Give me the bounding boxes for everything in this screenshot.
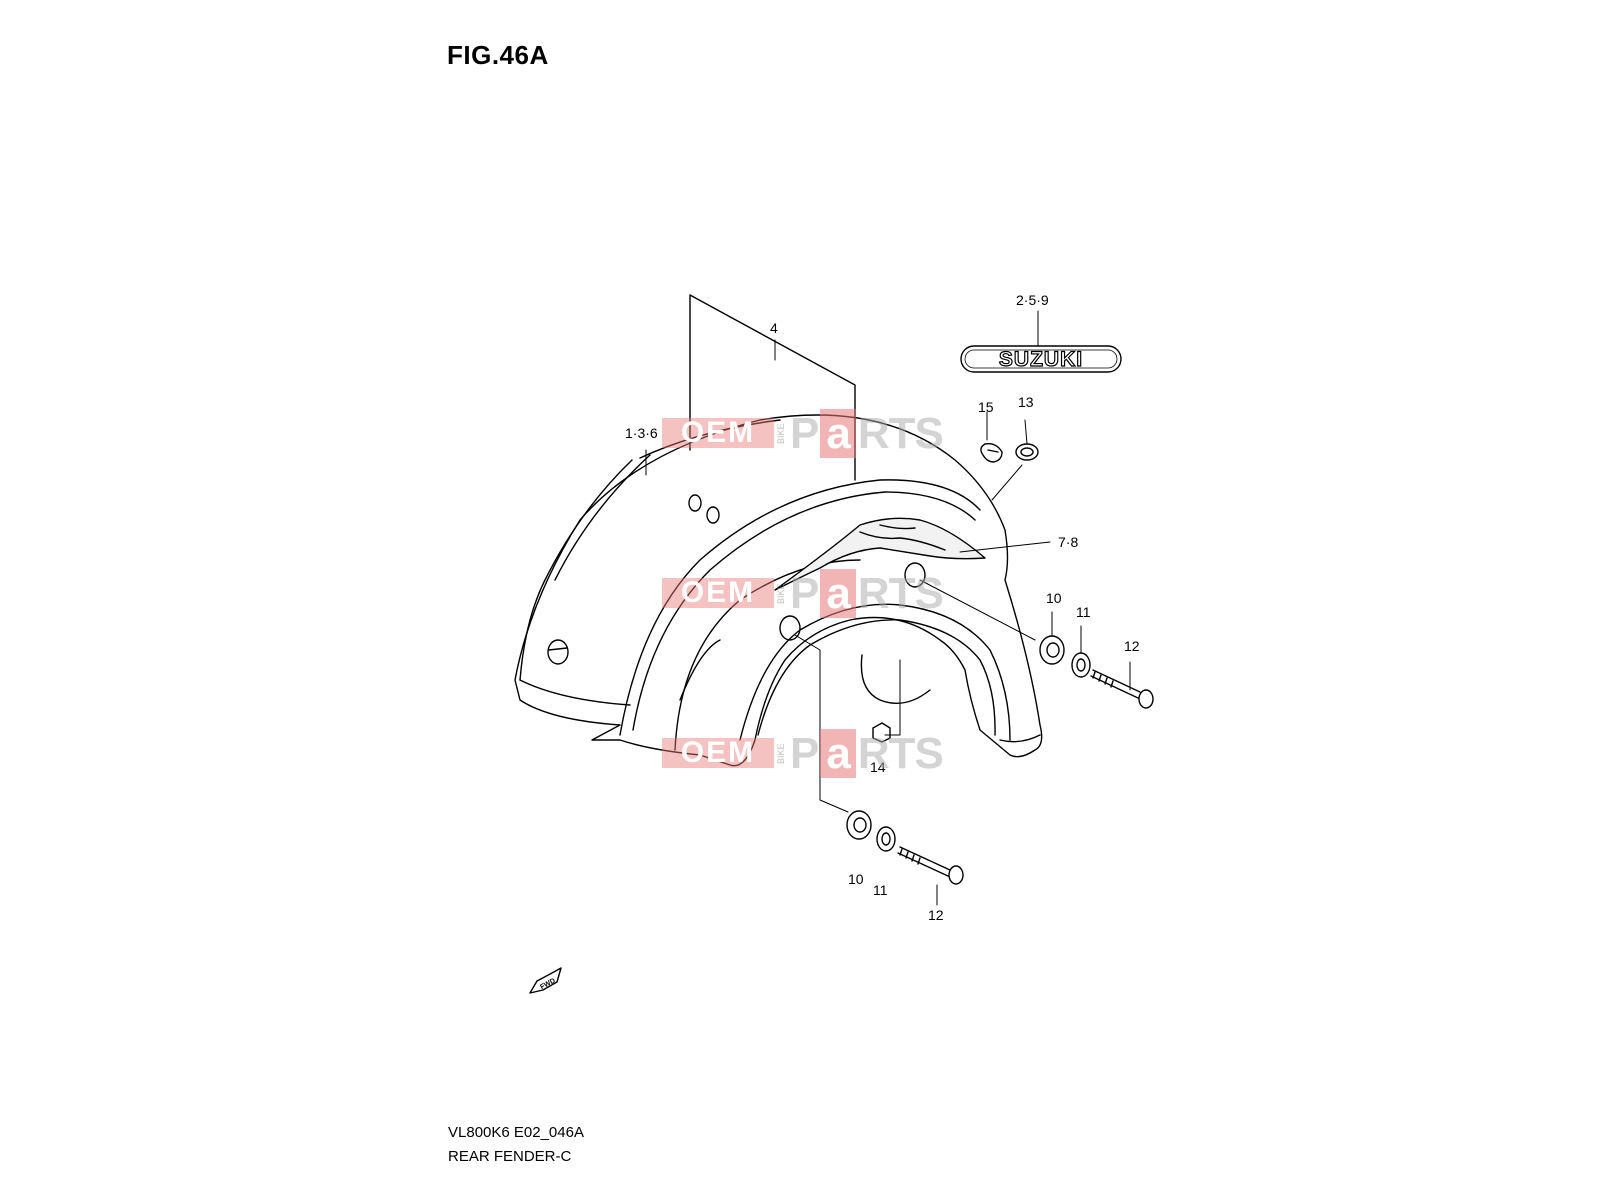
bolt-12-lower xyxy=(897,846,964,885)
emblem-text: SUZUKI xyxy=(999,348,1083,371)
mount-boss xyxy=(779,615,801,641)
watermark-bike: BIKE xyxy=(776,583,786,605)
watermark-oem: OEM xyxy=(662,418,774,448)
callout-10-lower: 10 xyxy=(848,871,864,887)
callout-13: 13 xyxy=(1018,394,1034,410)
cushion-10-upper xyxy=(1039,635,1065,665)
callout-15: 15 xyxy=(978,399,994,415)
washer-11-upper xyxy=(1071,652,1091,678)
grommet-13 xyxy=(1015,443,1039,461)
flame-decal xyxy=(774,517,986,591)
watermark-oem: OEM xyxy=(662,738,774,768)
bolt-12-upper xyxy=(1090,669,1154,709)
rear-fender-part xyxy=(514,414,1043,767)
watermark-bike: BIKE xyxy=(776,423,786,445)
mount-hole xyxy=(706,506,720,524)
callout-12-lower: 12 xyxy=(928,907,944,923)
callout-11-lower: 11 xyxy=(873,882,888,898)
callout-14: 14 xyxy=(870,759,886,775)
nut-14 xyxy=(872,722,891,743)
callout-4: 4 xyxy=(770,320,778,336)
grommet-15 xyxy=(980,442,1003,463)
figure-code: VL800K6 E02_046A xyxy=(448,1124,584,1141)
callout-1-3-6: 1·3·6 xyxy=(625,425,658,441)
mount-boss xyxy=(547,639,569,665)
suzuki-emblem xyxy=(960,345,1122,373)
callout-11-upper: 11 xyxy=(1076,604,1091,620)
cushion-10-lower xyxy=(846,810,872,840)
mount-boss xyxy=(904,562,926,588)
mount-hole xyxy=(688,494,702,512)
callout-2-5-9: 2·5·9 xyxy=(1016,292,1049,308)
leader-lines xyxy=(645,310,1131,906)
fwd-arrow-shape xyxy=(529,967,562,994)
watermark-oem: OEM xyxy=(662,578,774,608)
washer-11-lower xyxy=(876,826,896,852)
figure-title: FIG.46A xyxy=(447,40,549,70)
callout-10-upper: 10 xyxy=(1046,590,1062,606)
callout-7-8: 7·8 xyxy=(1058,534,1078,550)
watermark-bike: BIKE xyxy=(776,743,786,765)
figure-name: REAR FENDER-C xyxy=(448,1148,572,1165)
callout-12-upper: 12 xyxy=(1124,638,1140,654)
